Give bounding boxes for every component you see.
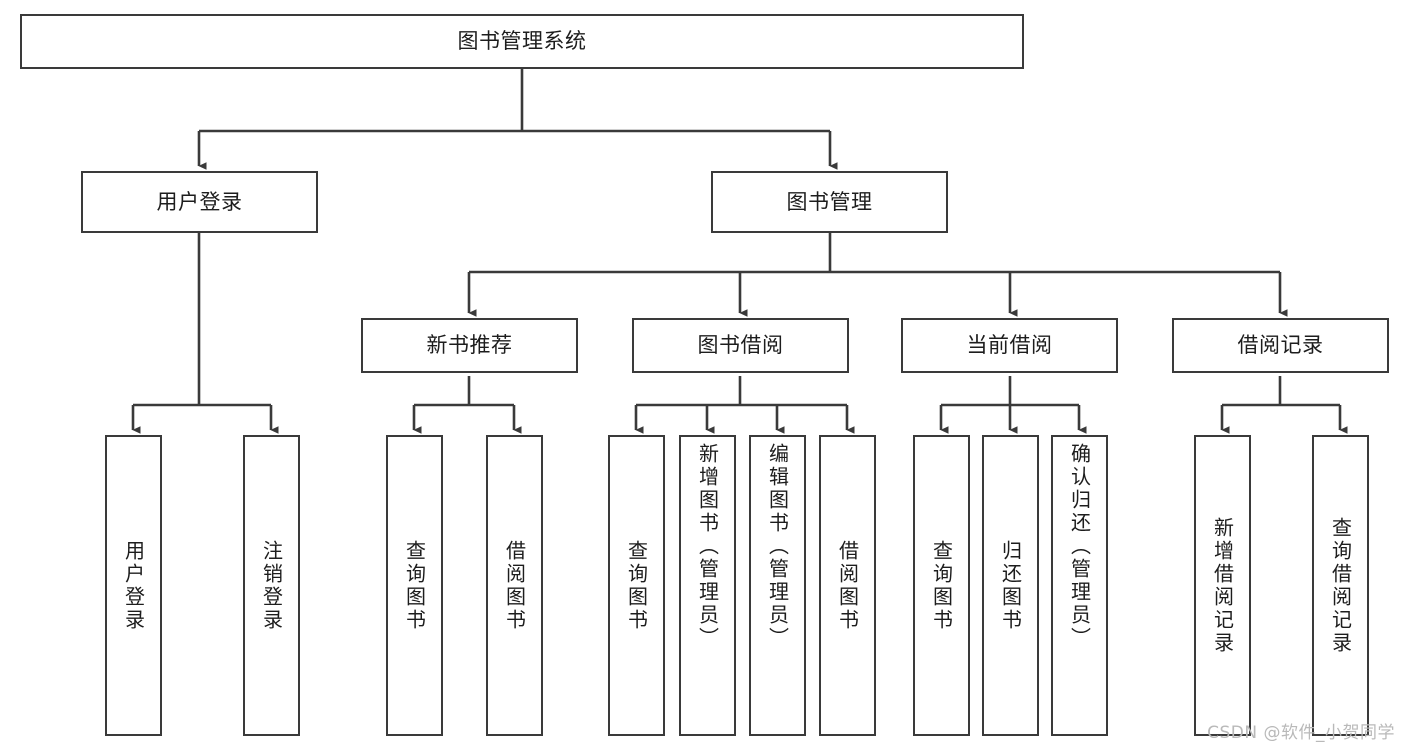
- leaf-return-books[interactable]: 归还图书: [982, 435, 1039, 736]
- node-label: 图书借阅: [697, 333, 784, 358]
- node-label: 借阅记录: [1237, 333, 1324, 358]
- node-label: 查询图书: [929, 539, 954, 632]
- node-label: 查询借阅记录: [1328, 516, 1353, 655]
- leaf-edit-book-admin[interactable]: 编辑图书（管理员）: [749, 435, 806, 736]
- node-label: 当前借阅: [966, 333, 1053, 358]
- leaf-borrow-books-recommendation[interactable]: 借阅图书: [486, 435, 543, 736]
- node-current-borrowing[interactable]: 当前借阅: [901, 318, 1118, 373]
- node-label: 用户登录: [121, 539, 146, 632]
- node-book-borrowing[interactable]: 图书借阅: [632, 318, 849, 373]
- node-label: 用户登录: [156, 189, 243, 214]
- node-root-book-management-system[interactable]: 图书管理系统: [20, 14, 1024, 69]
- leaf-add-book-admin[interactable]: 新增图书（管理员）: [679, 435, 736, 736]
- node-borrowing-records[interactable]: 借阅记录: [1172, 318, 1389, 373]
- node-book-management[interactable]: 图书管理: [711, 171, 948, 233]
- leaf-confirm-return-admin[interactable]: 确认归还（管理员）: [1051, 435, 1108, 736]
- node-label: 借阅图书: [502, 539, 527, 632]
- leaf-query-books-recommendation[interactable]: 查询图书: [386, 435, 443, 736]
- node-label: 编辑图书（管理员）: [765, 443, 790, 650]
- node-label: 新书推荐: [426, 333, 513, 358]
- node-label: 借阅图书: [835, 539, 860, 632]
- leaf-query-books-borrowing[interactable]: 查询图书: [608, 435, 665, 736]
- leaf-query-books-current[interactable]: 查询图书: [913, 435, 970, 736]
- node-user-login[interactable]: 用户登录: [81, 171, 318, 233]
- node-label: 归还图书: [998, 539, 1023, 632]
- leaf-user-login[interactable]: 用户登录: [105, 435, 162, 736]
- node-label: 确认归还（管理员）: [1067, 443, 1092, 650]
- node-new-book-recommendation[interactable]: 新书推荐: [361, 318, 578, 373]
- node-label: 新增借阅记录: [1210, 516, 1235, 655]
- leaf-borrow-books[interactable]: 借阅图书: [819, 435, 876, 736]
- node-label: 注销登录: [259, 539, 284, 632]
- node-label: 图书管理系统: [457, 29, 587, 54]
- leaf-logout[interactable]: 注销登录: [243, 435, 300, 736]
- leaf-query-borrowing-record[interactable]: 查询借阅记录: [1312, 435, 1369, 736]
- node-label: 图书管理: [786, 189, 873, 214]
- node-label: 查询图书: [624, 539, 649, 632]
- node-label: 新增图书（管理员）: [695, 443, 720, 650]
- watermark-text: CSDN @软件_小贺同学: [1207, 723, 1395, 743]
- node-label: 查询图书: [402, 539, 427, 632]
- leaf-add-borrowing-record[interactable]: 新增借阅记录: [1194, 435, 1251, 736]
